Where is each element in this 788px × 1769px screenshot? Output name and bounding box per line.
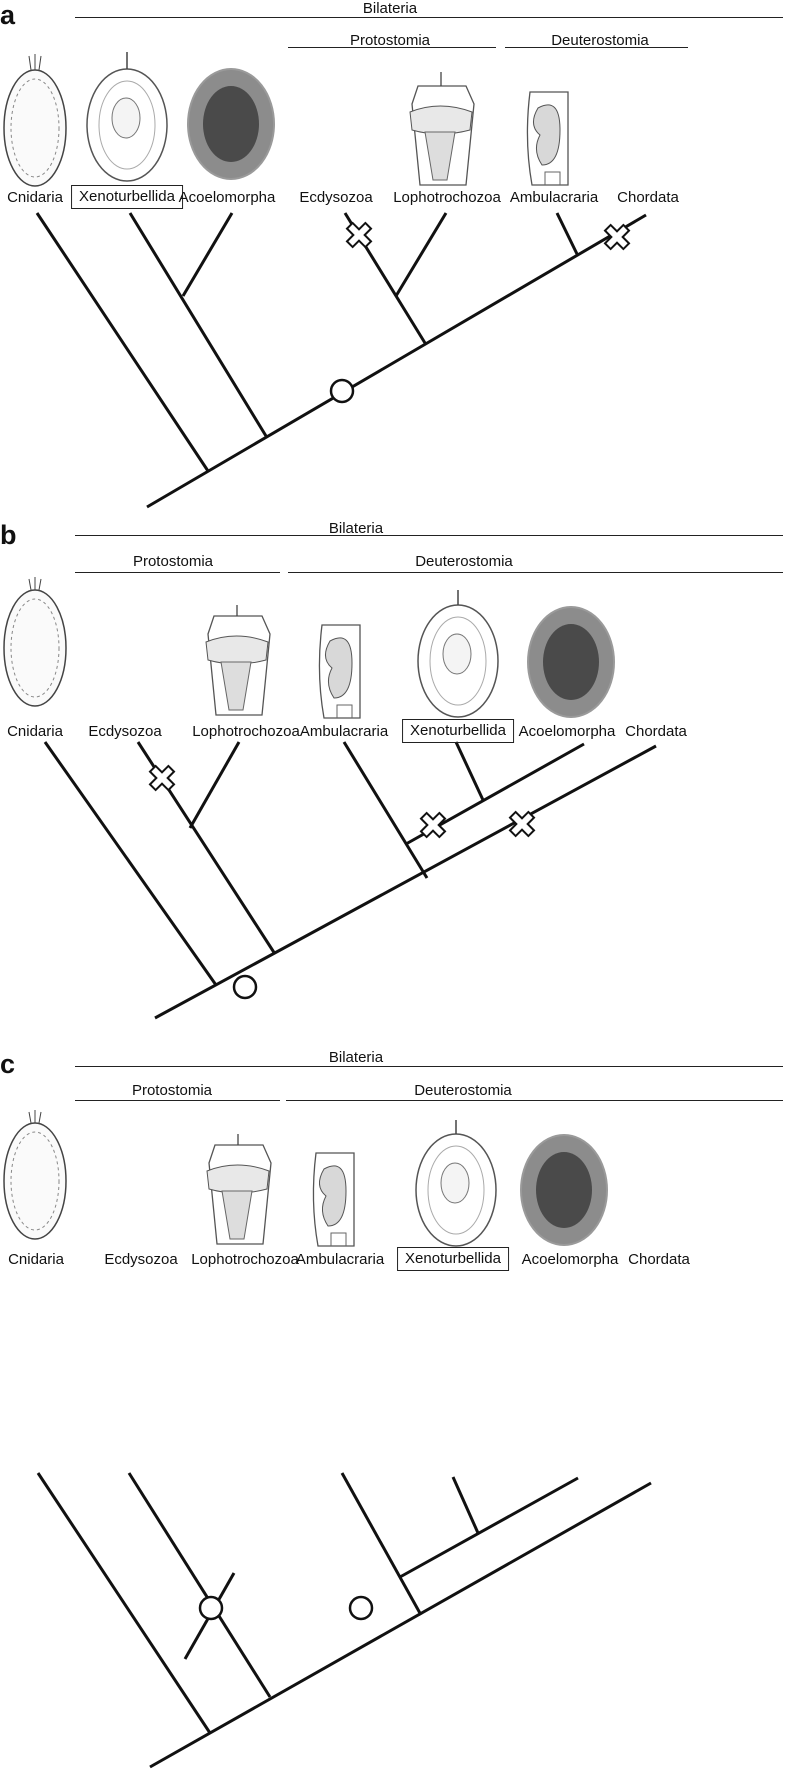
taxon-label: Chordata — [625, 723, 687, 740]
acoelomorpha-branch — [399, 1476, 579, 1579]
xenoturbellida-drawing — [417, 590, 499, 718]
taxon-label: Chordata — [628, 1251, 690, 1268]
panel-a: a Bilateria Protostomia Deuterostomia — [0, 0, 788, 590]
taxon-label: Ambulacraria — [509, 189, 599, 206]
cnidaria-drawing — [3, 54, 67, 187]
lophotrochozoa-branch — [188, 741, 241, 829]
xenoturbellida-drawing — [415, 1120, 497, 1247]
ambulacraria-branch — [342, 741, 429, 879]
cnidaria-branch — [35, 212, 210, 472]
cross-loss-marker — [419, 811, 447, 839]
phylogeny-tree-c — [3, 1110, 652, 1769]
xenoturbellida-branch — [454, 741, 485, 801]
taxon-label: Chordata — [617, 189, 679, 206]
taxon-label: Acoelomorpha — [521, 1251, 619, 1268]
lophotrochozoa-branch — [394, 212, 448, 297]
panel-c: c Bilateria Protostomia Deuterostomia — [0, 1049, 788, 1769]
taxon-label: Acoelomorpha — [178, 189, 276, 206]
chordata-branch — [154, 744, 657, 1020]
lophotrochozoa-drawing — [409, 72, 475, 186]
open-circle-node-marker — [329, 378, 355, 404]
taxon-label: Ambulacraria — [295, 1251, 385, 1268]
taxon-label-highlighted: Xenoturbellida — [71, 185, 183, 209]
clade-label-deuterostomia: Deuterostomia — [415, 553, 513, 570]
clade-label-bilateria: Bilateria — [328, 520, 384, 537]
clade-bar-bilateria — [75, 535, 783, 536]
clade-label-bilateria: Bilateria — [362, 0, 418, 17]
clade-bar-protostomia — [75, 1100, 280, 1101]
ambulacraria-drawing — [526, 91, 569, 186]
taxon-label: Ecdysozoa — [88, 723, 162, 740]
ambulacraria-branch — [340, 1472, 423, 1616]
clade-label-deuterostomia: Deuterostomia — [551, 32, 649, 49]
lophotrochozoa-drawing — [206, 1134, 272, 1245]
open-circle-node-marker — [232, 974, 258, 1000]
taxon-label: Lophotrochozoa — [191, 1251, 299, 1268]
clade-label-deuterostomia: Deuterostomia — [414, 1082, 512, 1099]
clade-bar-deuterostomia — [288, 572, 783, 573]
taxon-label: Cnidaria — [7, 723, 63, 740]
ambulacraria-drawing — [318, 624, 361, 719]
clade-label-bilateria: Bilateria — [328, 1049, 384, 1066]
cross-loss-marker — [508, 810, 536, 838]
clade-label-protostomia: Protostomia — [132, 553, 214, 570]
clade-bar-bilateria — [75, 1066, 783, 1067]
clade-bar-protostomia — [288, 47, 496, 48]
chordata-branch — [149, 1481, 652, 1769]
taxon-label: Ecdysozoa — [299, 189, 373, 206]
panel-label: b — [0, 520, 17, 550]
ambulacraria-drawing — [312, 1152, 355, 1247]
taxon-label-highlighted: Xenoturbellida — [397, 1247, 509, 1271]
taxon-label: Cnidaria — [8, 1251, 64, 1268]
xenoturbellida-drawing — [86, 52, 168, 182]
phylogeny-tree-b — [3, 577, 657, 1020]
taxon-label: Ambulacraria — [299, 723, 389, 740]
chordata-branch — [146, 213, 647, 509]
ambulacraria-branch — [555, 212, 579, 255]
taxon-label: Acoelomorpha — [518, 723, 616, 740]
acoelomorpha-drawing — [527, 606, 615, 718]
panel-b: b Bilateria Protostomia Deuterostomia — [0, 520, 788, 1110]
acoelomorpha-drawing — [520, 1134, 608, 1246]
taxon-label: Lophotrochozoa — [192, 723, 300, 740]
cnidaria-branch — [36, 1472, 212, 1734]
xenacoel-branch — [128, 212, 268, 437]
acoelomorpha-branch — [181, 212, 234, 297]
taxon-label: Ecdysozoa — [104, 1251, 178, 1268]
panel-label: c — [0, 1049, 16, 1079]
cnidaria-drawing — [3, 1110, 67, 1240]
cross-loss-marker — [345, 221, 373, 249]
cross-loss-marker — [603, 223, 631, 251]
clade-bar-deuterostomia — [505, 47, 688, 48]
open-circle-node-marker — [198, 1595, 224, 1621]
cross-loss-marker — [148, 764, 176, 792]
xenoturbellida-branch — [451, 1476, 480, 1534]
lophotrochozoa-drawing — [205, 605, 271, 716]
acoelomorpha-drawing — [187, 68, 275, 180]
taxon-label-highlighted: Xenoturbellida — [402, 719, 514, 743]
phylogeny-tree-a — [3, 52, 647, 509]
clade-label-protostomia: Protostomia — [131, 1082, 213, 1099]
ecdysozoa-branch — [127, 1472, 272, 1698]
cnidaria-branch — [43, 741, 218, 986]
clade-bar-bilateria — [75, 17, 783, 18]
panel-label: a — [0, 0, 16, 30]
taxon-label: Cnidaria — [7, 189, 63, 206]
taxon-label: Lophotrochozoa — [393, 189, 501, 206]
open-circle-node-marker — [348, 1595, 374, 1621]
cnidaria-drawing — [3, 577, 67, 707]
clade-bar-deuterostomia — [286, 1100, 783, 1101]
clade-label-protostomia: Protostomia — [349, 32, 431, 49]
clade-bar-protostomia — [75, 572, 280, 573]
